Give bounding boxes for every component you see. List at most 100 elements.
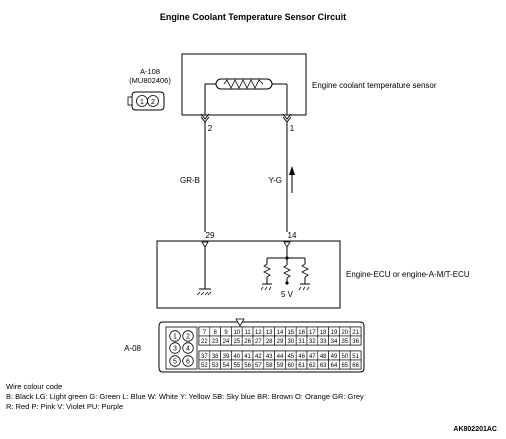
sensor-label: Engine coolant temperature sensor [312,81,437,90]
ecu-connector-id: A-08 [124,344,141,353]
connector-pin-number: 22 [201,339,208,345]
connector-pin-number: 60 [287,363,294,369]
connector-pin-number: 66 [352,363,359,369]
connector-pin-number: 19 [331,330,338,336]
connector-pin-number: 33 [320,339,327,345]
connector-pin-number: 23 [212,339,219,345]
ecu-input-circuit [260,247,310,291]
ecu-voltage: 5 V [281,290,294,299]
connector-pin-label: 2 [186,334,190,341]
connector-pin-label: 3 [173,346,177,353]
connector-pin-number: 42 [255,354,262,360]
connector-pin-number: 46 [298,354,305,360]
connector-pin-number: 28 [266,339,273,345]
sensor-connector-id: A-108 [140,67,160,76]
connector-pin-label: 6 [186,359,190,366]
connector-pin-number: 15 [287,330,294,336]
connector-pin-number: 57 [255,363,262,369]
connector-pin-number: 44 [277,354,284,360]
ecu-terminal-left: 29 [206,231,215,240]
connector-pin-number: 29 [277,339,284,345]
connector-pin-number: 31 [298,339,305,345]
connector-key-icon [235,318,245,327]
sensor-terminal-left: 2 [208,124,213,133]
ecu-pin-markers [201,241,291,248]
connector-pin-number: 62 [309,363,316,369]
diagram-title: Engine Coolant Temperature Sensor Circui… [160,12,346,22]
connector-pin-number: 13 [266,330,273,336]
connector-pin-cell [349,335,362,346]
ecu-label: Engine-ECU or engine-A-M/T-ECU [346,270,470,279]
connector-pin-number: 65 [341,363,348,369]
connector-pin-number: 40 [233,354,240,360]
connector-pin-number: 41 [244,354,251,360]
connector-pin-number: 21 [352,330,359,336]
sensor-connector-part: (MU802406) [129,76,171,85]
connector-pin-number: 10 [233,330,240,336]
ecu-connector-big-pins: 1 2 3 4 5 6 [169,330,194,367]
legend-line-2: R: Red P: Pink V: Violet PU: Purple [6,402,123,411]
connector-pin-number: 17 [309,330,316,336]
ground-icon [196,247,212,296]
connector-pin-number: 27 [255,339,262,345]
connector-pin-number: 39 [223,354,230,360]
connector-pin-number: 24 [223,339,230,345]
connector-pin-number: 55 [233,363,240,369]
connector-pin-cell [349,359,362,370]
connector-pin-number: 20 [341,330,348,336]
connector-pin-number: 12 [255,330,262,336]
connector-pin-number: 51 [352,354,359,360]
connector-pin-circle [182,355,194,367]
connector-pin-number: 58 [266,363,273,369]
connector-pin-number: 63 [320,363,327,369]
sensor-pin-a: 1 [140,99,144,106]
connector-pin-number: 30 [287,339,294,345]
wire-left-color: GR-B [180,176,200,185]
connector-pin-number: 61 [298,363,305,369]
connector-pin-number: 16 [298,330,305,336]
connector-pin-number: 43 [266,354,273,360]
connector-pin-number: 47 [309,354,316,360]
connector-pin-number: 64 [331,363,338,369]
sensor-pin-b: 2 [151,99,155,106]
connector-pin-number: 32 [309,339,316,345]
connector-pin-number: 50 [341,354,348,360]
connector-pin-number: 18 [320,330,327,336]
connector-pin-number: 53 [212,363,219,369]
connector-pin-circle [182,342,194,354]
connector-pin-number: 52 [201,363,208,369]
connector-pin-number: 34 [331,339,338,345]
connector-pin-number: 14 [277,330,284,336]
connector-pin-number: 54 [223,363,230,369]
connector-pin-number: 56 [244,363,251,369]
connector-pin-number: 48 [320,354,327,360]
legend-line-1: B: Black LG: Light green G: Green L: Blu… [6,392,364,401]
connector-pin-number: 7 [203,330,207,336]
sensor-box [181,53,307,116]
connector-pin-circle [182,330,194,342]
connector-pin-circle [169,355,181,367]
connector-pin-circle [169,342,181,354]
connector-pin-label: 5 [173,359,177,366]
connector-pin-number: 38 [212,354,219,360]
connector-pin-number: 9 [224,330,228,336]
connector-pin-number: 49 [331,354,338,360]
connector-pin-number: 37 [201,354,208,360]
thermistor-symbol [204,78,288,115]
connector-pin-label: 1 [173,334,177,341]
connector-pin-label: 4 [186,346,190,353]
connector-pin-number: 36 [352,339,359,345]
connector-pin-number: 35 [341,339,348,345]
figure-id: AK802201AC [453,426,497,433]
sensor-connector-icon [127,91,165,111]
signal-arrow-icon [289,166,295,193]
wire-right-color: Y-G [269,176,283,185]
connector-pin-number: 45 [287,354,294,360]
connector-pin-circle [169,330,181,342]
connector-pin-number: 25 [233,339,240,345]
ecu-box [156,240,341,309]
connector-pin-number: 11 [244,330,251,336]
connector-pin-number: 8 [214,330,218,336]
